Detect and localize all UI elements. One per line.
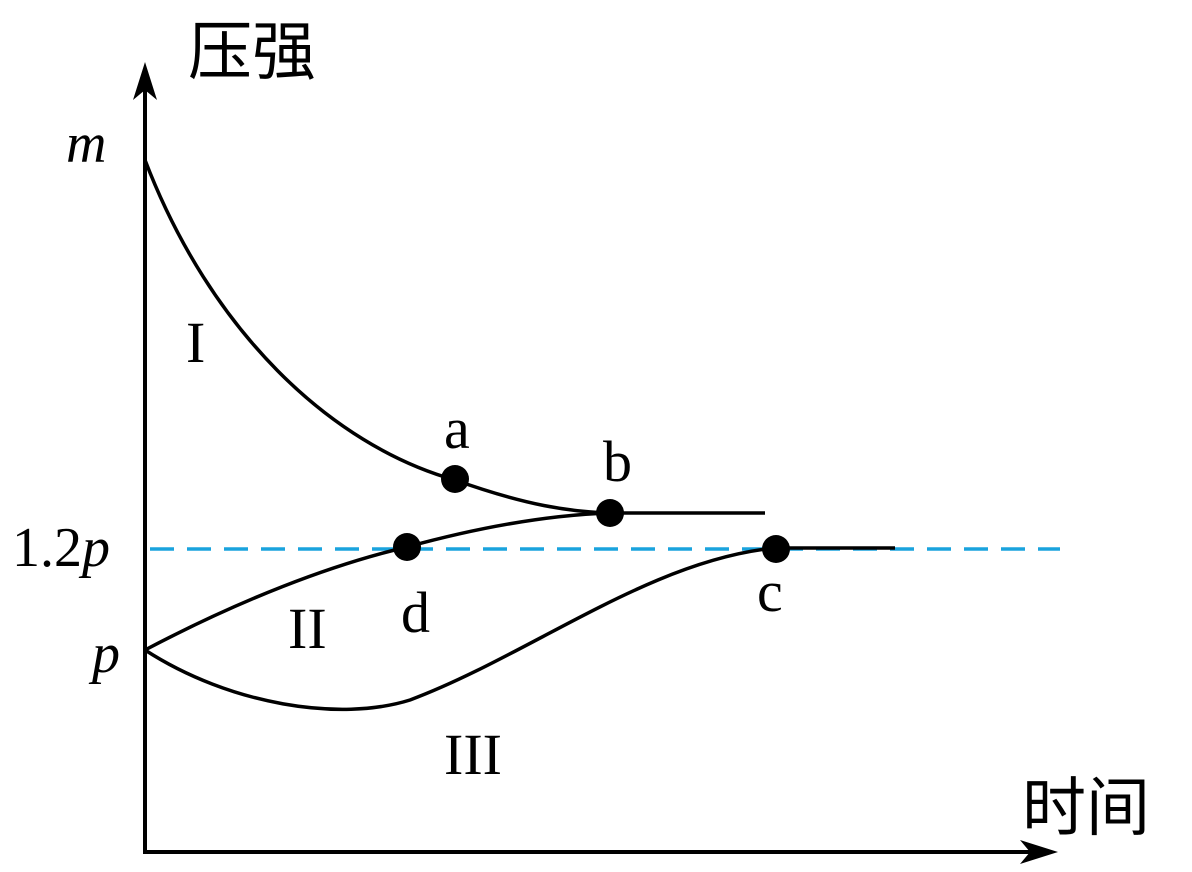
point-b bbox=[596, 499, 624, 527]
series-label-III: III bbox=[444, 722, 502, 787]
point-label-d: d bbox=[401, 580, 430, 645]
series-label-II: II bbox=[288, 596, 327, 661]
y-tick-label-m: m bbox=[66, 113, 106, 175]
curve-II bbox=[144, 511, 611, 652]
curve-I bbox=[143, 159, 765, 515]
series-label-I: I bbox=[186, 310, 205, 375]
point-a bbox=[441, 465, 469, 493]
point-label-b: b bbox=[603, 429, 632, 494]
point-label-c: c bbox=[757, 559, 783, 624]
y-axis-label: 压强 bbox=[188, 16, 316, 90]
y-tick-label-1-2p: 1.2p bbox=[12, 517, 110, 579]
x-axis-arrow-icon bbox=[1020, 840, 1058, 864]
x-axis-label: 时间 bbox=[1022, 772, 1150, 846]
point-label-a: a bbox=[444, 396, 470, 461]
curve-III bbox=[144, 546, 895, 712]
y-axis-arrow-icon bbox=[133, 62, 157, 100]
point-c bbox=[762, 535, 790, 563]
point-d bbox=[393, 533, 421, 561]
y-tick-label-p: p bbox=[88, 623, 120, 685]
